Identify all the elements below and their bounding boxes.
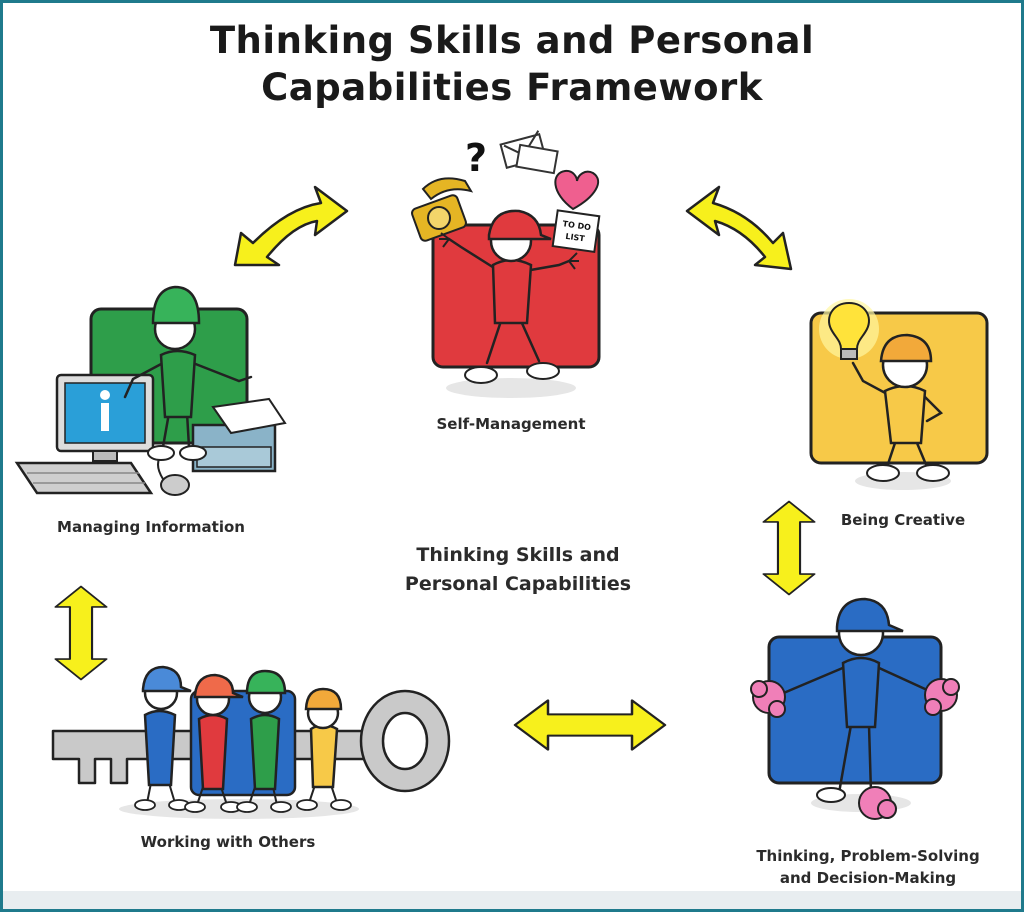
center-label: Thinking Skills and Personal Capabilitie…	[363, 541, 673, 599]
arrow-managing-to-working	[54, 585, 108, 681]
arrow-self-to-managing	[233, 185, 349, 267]
center-label-line-2: Personal Capabilities	[404, 573, 632, 595]
diagram-artwork: ? TO DO LIST	[14, 130, 989, 820]
todo-note-line-1: TO DO	[562, 219, 592, 232]
bottom-strip	[3, 891, 1021, 909]
thinking-illustration	[750, 597, 960, 820]
label-self-management: Self-Management	[436, 415, 586, 433]
label-working-with-others: Working with Others	[140, 833, 316, 851]
center-label-line-1: Thinking Skills and	[416, 544, 620, 566]
managing-information-illustration	[14, 285, 287, 496]
todo-note-line-2: LIST	[565, 232, 586, 244]
being-creative-illustration	[809, 299, 989, 490]
svg-text:?: ?	[465, 136, 487, 180]
label-thinking-line-2: and Decision-Making	[779, 869, 957, 887]
working-with-others-illustration	[51, 665, 451, 819]
page-title: Thinking Skills and Personal Capabilitie…	[3, 17, 1021, 111]
title-line-2: Capabilities Framework	[261, 66, 763, 109]
arrow-self-to-creative	[685, 185, 793, 271]
label-managing-information: Managing Information	[57, 518, 245, 536]
label-thinking: Thinking, Problem-Solving and Decision-M…	[733, 845, 1003, 889]
label-thinking-line-1: Thinking, Problem-Solving	[756, 847, 980, 865]
arrow-creative-to-thinking	[762, 500, 816, 596]
arrow-working-to-thinking	[513, 699, 667, 751]
title-line-1: Thinking Skills and Personal	[209, 19, 815, 62]
self-management-illustration: ? TO DO LIST	[411, 130, 601, 398]
label-being-creative: Being Creative	[840, 511, 966, 529]
